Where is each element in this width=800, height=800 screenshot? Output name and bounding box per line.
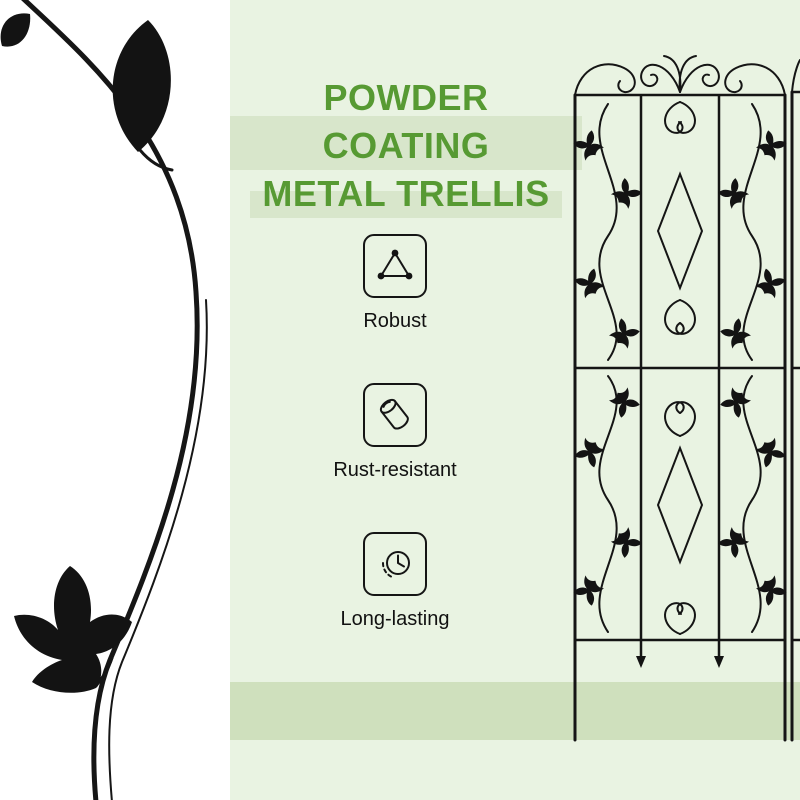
feature-label: Long-lasting	[340, 608, 450, 630]
clock-icon	[363, 532, 427, 596]
trellis-illustration	[552, 55, 800, 742]
small-leaf	[0, 13, 31, 47]
top-leaf	[112, 20, 171, 152]
feature-label: Robust	[363, 310, 427, 332]
partial-second-trellis	[790, 59, 800, 742]
bottom-ivy-leaf	[14, 566, 132, 693]
feature-rust-resistant: Rust-resistant	[230, 383, 560, 482]
vine-illustration	[0, 0, 208, 800]
feature-list: Robust Rust-resistant	[230, 234, 560, 631]
product-title: POWDER COATING METAL TRELLIS	[230, 74, 582, 218]
metal-cylinder-icon	[363, 383, 427, 447]
left-panel	[0, 0, 230, 800]
feature-long-lasting: Long-lasting	[230, 532, 560, 631]
ground-band	[230, 682, 800, 740]
feature-label: Rust-resistant	[333, 459, 457, 481]
title-line2: METAL TRELLIS	[250, 170, 562, 218]
right-panel: POWDER COATING METAL TRELLIS Robust	[230, 0, 800, 800]
triangle-stability-icon	[363, 234, 427, 298]
title-line1: POWDER COATING	[230, 74, 582, 170]
feature-robust: Robust	[230, 234, 560, 333]
